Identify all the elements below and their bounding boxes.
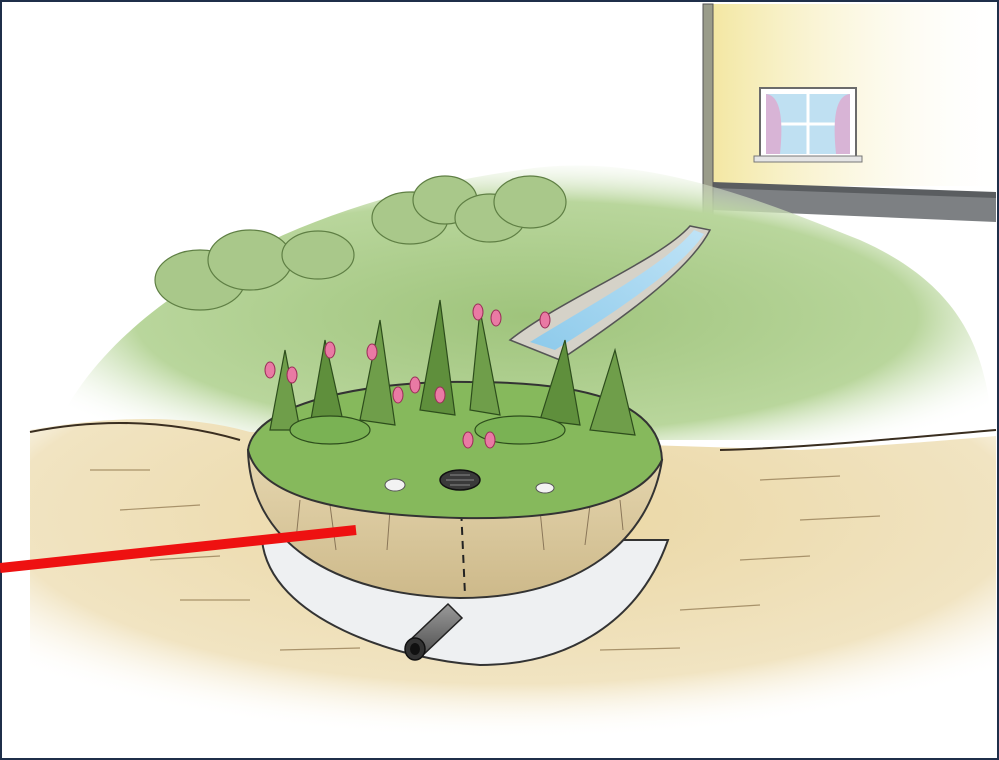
window-icon — [754, 88, 862, 162]
drain-grate-icon — [440, 470, 480, 490]
